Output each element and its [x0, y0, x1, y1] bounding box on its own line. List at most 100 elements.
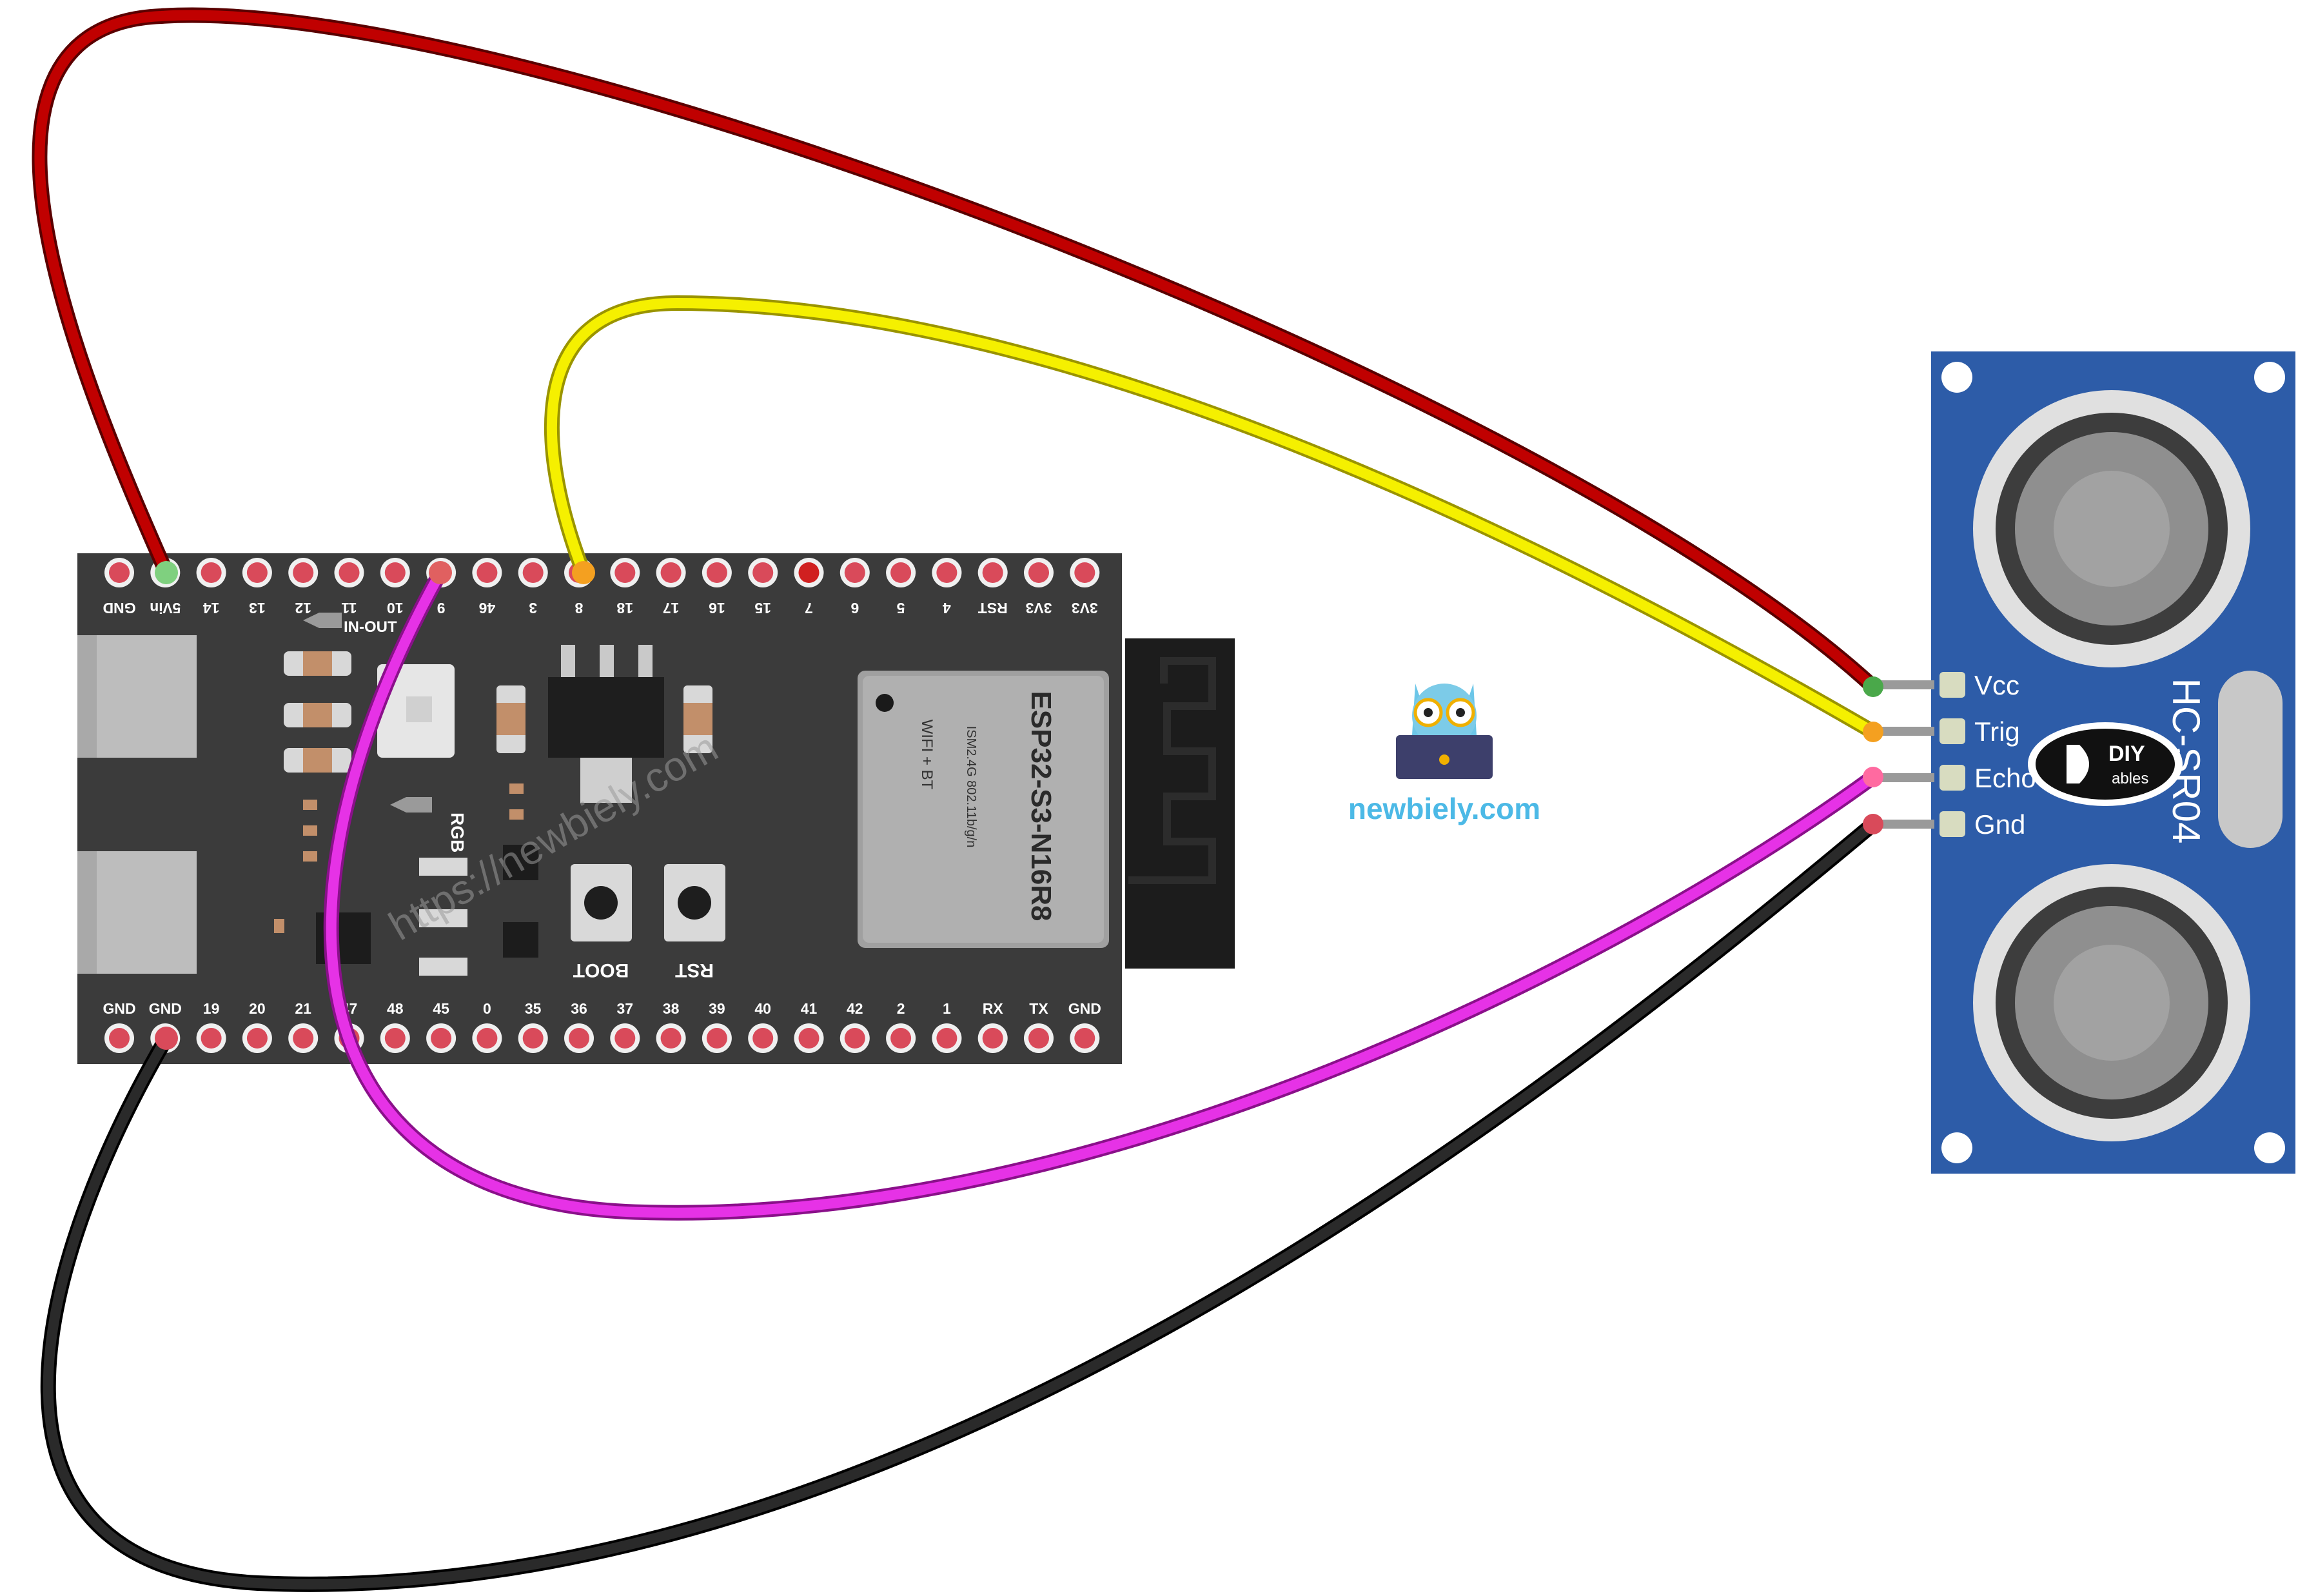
top-pin-18[interactable]: 18	[610, 558, 640, 616]
top-pin-label: 15	[754, 600, 771, 616]
bottom-pin-38[interactable]: 38	[656, 1000, 686, 1053]
bottom-pin-2[interactable]: 2	[886, 1000, 916, 1053]
bottom-pin-rx[interactable]: RX	[977, 1000, 1008, 1053]
top-pin-label: 46	[479, 600, 496, 616]
top-pin-label: 3	[529, 600, 537, 616]
wire-9-echo	[326, 570, 1876, 1218]
bottom-pin-1[interactable]: 1	[932, 1000, 962, 1053]
bottom-pin-35[interactable]: 35	[518, 1000, 548, 1053]
top-pin-label: 10	[387, 600, 404, 616]
top-pin-14[interactable]: 14	[196, 558, 226, 616]
bottom-pin-0[interactable]: 0	[472, 1000, 502, 1053]
bottom-pin-label: 37	[617, 1000, 634, 1017]
top-pin-12[interactable]: 12	[288, 558, 319, 616]
bottom-pin-42[interactable]: 42	[840, 1000, 870, 1053]
top-pin-46[interactable]: 46	[472, 558, 502, 616]
badge-ables: ables	[2112, 770, 2148, 787]
voltage-regulator	[548, 677, 664, 758]
crystal	[2218, 671, 2283, 848]
top-pin-10[interactable]: 10	[380, 558, 410, 616]
brand-name: newbiely.com	[1348, 792, 1540, 825]
top-pin-15[interactable]: 15	[748, 558, 778, 616]
sensor-pin-gnd[interactable]: Gnd	[1880, 809, 2025, 840]
top-pin-13[interactable]: 13	[242, 558, 272, 616]
bottom-pin-label: 42	[847, 1000, 863, 1017]
bottom-pin-label: 39	[709, 1000, 725, 1017]
bottom-pin-45[interactable]: 45	[426, 1000, 457, 1053]
bottom-pin-tx[interactable]: TX	[1024, 1000, 1054, 1053]
top-pin-label: 3V3	[1026, 600, 1052, 616]
bottom-pin-label: 45	[433, 1000, 449, 1017]
top-pin-7[interactable]: 7	[794, 558, 824, 616]
bottom-pin-label: GND	[103, 1000, 135, 1017]
esp32-s3-board: ESP32-S3-N16R8 ISM2.4G 802.11b/g/n WIFI …	[77, 553, 1235, 1064]
newbiely-logo: newbiely.com	[1348, 684, 1540, 825]
top-pin-label: 18	[616, 600, 633, 616]
top-pin-rst[interactable]: RST	[977, 558, 1008, 616]
bottom-pin-label: 1	[943, 1000, 951, 1017]
rst-button[interactable]	[664, 864, 725, 941]
bottom-pin-19[interactable]: 19	[196, 1000, 226, 1053]
top-pin-label: 12	[295, 600, 311, 616]
bottom-pin-label: 20	[249, 1000, 266, 1017]
top-pin-label: 9	[437, 600, 446, 616]
antenna-area	[1125, 638, 1235, 969]
sensor-pin-label: Vcc	[1974, 670, 2019, 700]
top-pin-3[interactable]: 3	[518, 558, 548, 616]
transducer-top	[1973, 390, 2250, 667]
bottom-pin-label: TX	[1029, 1000, 1048, 1017]
top-pin-label: 13	[249, 600, 266, 616]
rst-label: RST	[675, 960, 714, 981]
bottom-pin-label: GND	[1068, 1000, 1101, 1017]
bottom-pin-label: 21	[295, 1000, 311, 1017]
sensor-pin-label: Gnd	[1974, 809, 2025, 840]
bottom-pin-label: 19	[203, 1000, 220, 1017]
sensor-pin-label: Trig	[1974, 716, 2020, 747]
badge-diy: DIY	[2108, 742, 2145, 766]
bottom-pin-37[interactable]: 37	[610, 1000, 640, 1053]
bottom-pin-label: 48	[387, 1000, 404, 1017]
top-pin-6[interactable]: 6	[840, 558, 870, 616]
boot-button[interactable]	[571, 864, 632, 941]
top-pin-17[interactable]: 17	[656, 558, 686, 616]
sensor-pin-vcc[interactable]: Vcc	[1880, 670, 2019, 700]
bottom-pin-20[interactable]: 20	[242, 1000, 272, 1053]
bottom-pin-21[interactable]: 21	[288, 1000, 319, 1053]
sensor-pin-trig[interactable]: Trig	[1880, 716, 2020, 747]
boot-label: BOOT	[573, 960, 629, 981]
top-pin-11[interactable]: 11	[334, 558, 364, 616]
bottom-pin-gnd[interactable]: GND	[1068, 1000, 1101, 1053]
top-pin-5[interactable]: 5	[886, 558, 916, 616]
label-in-out: IN-OUT	[344, 618, 397, 636]
wire-5vin-vcc	[34, 10, 1877, 691]
bottom-pin-gnd[interactable]: GND	[103, 1000, 136, 1053]
top-pin-label: 17	[663, 600, 680, 616]
bottom-pin-label: 38	[663, 1000, 680, 1017]
top-pin-3v3[interactable]: 3V3	[1024, 558, 1054, 616]
top-pin-label: 5	[896, 600, 905, 616]
bottom-pin-label: 0	[483, 1000, 491, 1017]
top-pin-4[interactable]: 4	[932, 558, 962, 616]
bottom-pin-39[interactable]: 39	[702, 1000, 732, 1053]
wire-gnd-gnd	[43, 820, 1877, 1590]
bottom-pin-40[interactable]: 40	[748, 1000, 778, 1053]
top-pin-3v3[interactable]: 3V3	[1070, 558, 1100, 616]
module-title: ESP32-S3-N16R8	[1025, 691, 1057, 921]
module-spec: ISM2.4G 802.11b/g/n	[964, 726, 978, 848]
diyables-badge: DIY ables	[2028, 722, 2183, 806]
top-pin-gnd[interactable]: GND	[103, 558, 136, 616]
bottom-pin-41[interactable]: 41	[794, 1000, 824, 1053]
sensor-pin-echo[interactable]: Echo	[1880, 763, 2036, 793]
bottom-pin-label: 41	[801, 1000, 818, 1017]
label-rgb: RGB	[447, 813, 467, 852]
bottom-pin-36[interactable]: 36	[564, 1000, 594, 1053]
top-pin-label: RST	[978, 600, 1008, 616]
top-pin-label: 7	[805, 600, 813, 616]
bottom-pin-48[interactable]: 48	[380, 1000, 410, 1053]
top-pin-label: 14	[203, 600, 220, 616]
top-pin-16[interactable]: 16	[702, 558, 732, 616]
